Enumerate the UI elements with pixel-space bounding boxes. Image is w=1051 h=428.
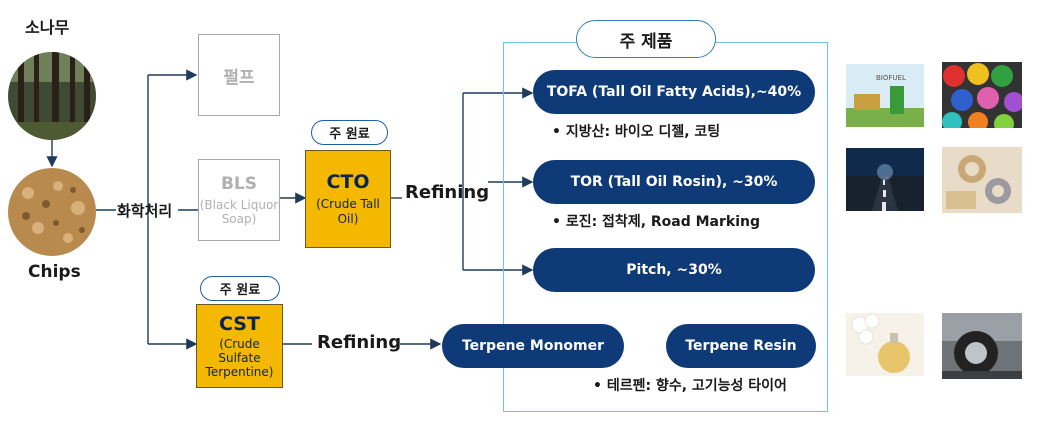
pulp-label: 펄프	[223, 67, 255, 88]
refining-label-upper: Refining	[405, 182, 490, 203]
pulp-box: 펄프	[198, 34, 280, 116]
cst-box: CST (Crude Sulfate Terpentine)	[196, 304, 283, 388]
bls-desc: (Black Liquor Soap)	[199, 198, 279, 226]
chips-label: Chips	[28, 262, 81, 282]
tire-image	[942, 313, 1022, 379]
tor-note: • 로진: 접착제, Road Marking	[552, 214, 761, 230]
perfume-image	[846, 313, 924, 376]
tofa-pill: TOFA (Tall Oil Fatty Acids),~40%	[533, 70, 815, 114]
pine-label: 소나무	[25, 18, 70, 37]
cto-desc: (Crude Tall Oil)	[316, 197, 380, 226]
adhesive-tape-image	[942, 147, 1022, 213]
cst-title: CST	[219, 313, 260, 335]
main-products-header: 주 제품	[576, 20, 716, 58]
bls-title: BLS	[220, 174, 258, 194]
tor-pill: TOR (Tall Oil Rosin), ~30%	[533, 160, 815, 204]
terpene-resin-pill: Terpene Resin	[666, 324, 816, 368]
cto-box: CTO (Crude Tall Oil)	[305, 150, 391, 248]
biofuel-text: BIOFUEL	[876, 74, 906, 82]
cst-desc: (Crude Sulfate Terpentine)	[205, 337, 274, 379]
pine-forest-image	[8, 52, 96, 140]
bls-box: BLS (Black Liquor Soap)	[198, 159, 280, 241]
tofa-note: • 지방산: 바이오 디젤, 코팅	[552, 124, 721, 140]
terpene-monomer-pill: Terpene Monomer	[442, 324, 624, 368]
wood-chips-image	[8, 168, 96, 256]
terpene-note: • 테르펜: 향수, 고기능성 타이어	[593, 378, 787, 394]
refining-label-lower: Refining	[317, 332, 402, 353]
biofuel-image: BIOFUEL	[846, 64, 924, 127]
paint-cans-image	[942, 62, 1022, 128]
chemical-treatment-label: 화학처리	[117, 202, 173, 220]
road-marking-image	[846, 148, 924, 211]
cto-main-material-tag: 주 원료	[311, 120, 388, 145]
cto-title: CTO	[326, 171, 370, 193]
pitch-pill: Pitch, ~30%	[533, 248, 815, 292]
cst-main-material-tag: 주 원료	[200, 276, 280, 301]
